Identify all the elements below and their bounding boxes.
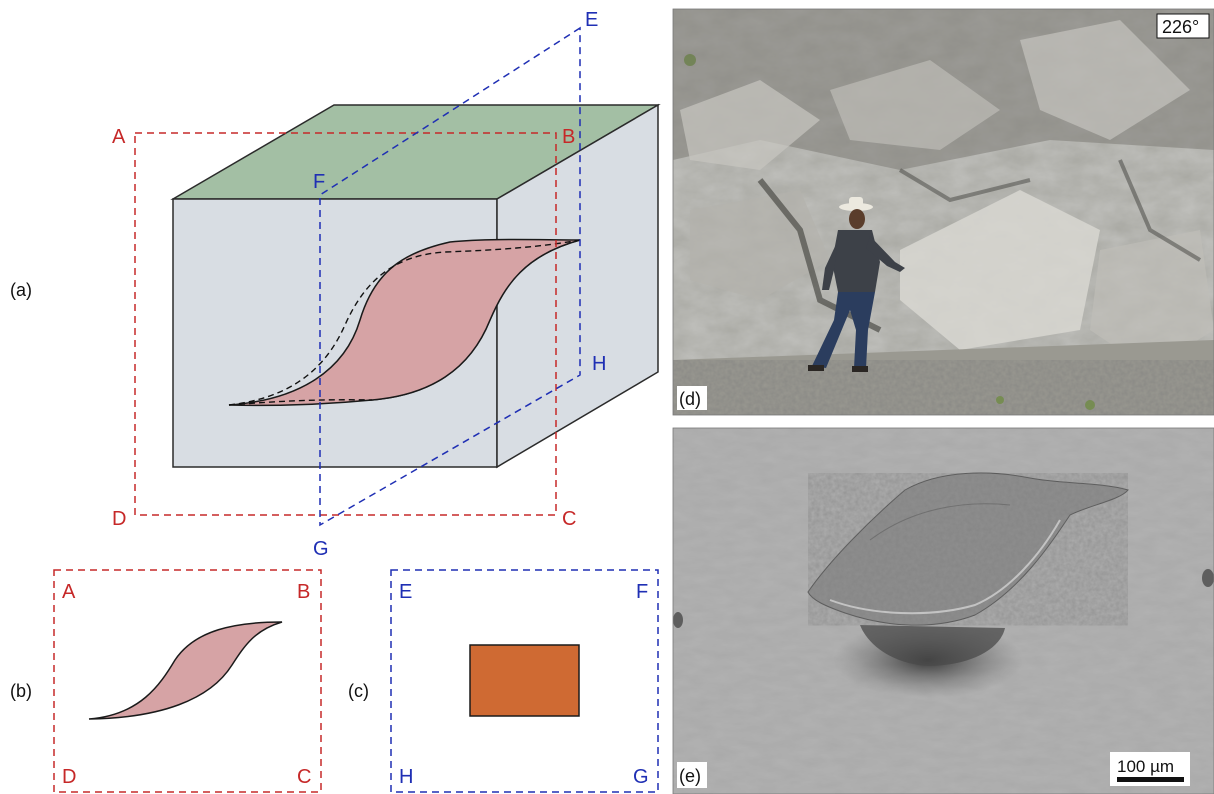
person-figure [808,197,905,372]
section-efgh-block [469,644,580,717]
label-h-upper: H [592,353,606,375]
panel-label-a: (a) [10,280,32,300]
section-c-label-h: H [399,766,413,788]
panel-b-section: A B C D (b) [10,569,322,793]
section-abcd-frame [53,569,322,793]
label-b-upper: B [562,126,575,148]
label-f-upper: F [313,171,325,193]
panel-d-frame [672,8,1214,416]
section-b-label-b: B [297,581,310,603]
section-b-label-a: A [62,581,76,603]
panel-label-e: (e) [679,766,701,786]
block-side-face [496,103,659,469]
scale-bar-label: 100 µm [1117,757,1174,776]
panel-e-sem-image [673,428,1214,794]
panel-d-outcrop-photo [673,9,1214,415]
sigmoid-hidden-base [228,399,373,406]
panel-label-b: (b) [10,681,32,701]
azimuth-label: 226° [1162,17,1199,37]
azimuth-box [1156,13,1210,39]
plane-abcd [134,132,557,516]
section-efgh-frame [390,569,659,793]
section-c-label-g: G [633,766,649,788]
scale-bar [1117,777,1184,782]
label-a-upper: A [112,126,126,148]
section-c-label-f: F [636,581,648,603]
plane-efgh [319,26,581,527]
section-abcd-sigmoid [88,621,283,720]
label-e-upper: E [585,9,598,31]
label-c-upper: C [562,508,576,530]
panel-c-section: E F G H (c) [348,569,659,793]
panel-e-label-box [677,762,707,788]
panel-d-label-box [677,386,707,410]
panel-e-frame [672,427,1214,794]
panel-a-block-diagram: A B C D E F G H (a) [10,9,661,560]
section-b-label-c: C [297,766,311,788]
section-b-label-d: D [62,766,76,788]
label-d-upper: D [112,508,126,530]
panel-label-d: (d) [679,389,701,409]
section-c-label-e: E [399,581,412,603]
panel-label-c: (c) [348,681,369,701]
label-g-upper: G [313,538,329,560]
sigmoid-hidden-edge [228,239,581,406]
